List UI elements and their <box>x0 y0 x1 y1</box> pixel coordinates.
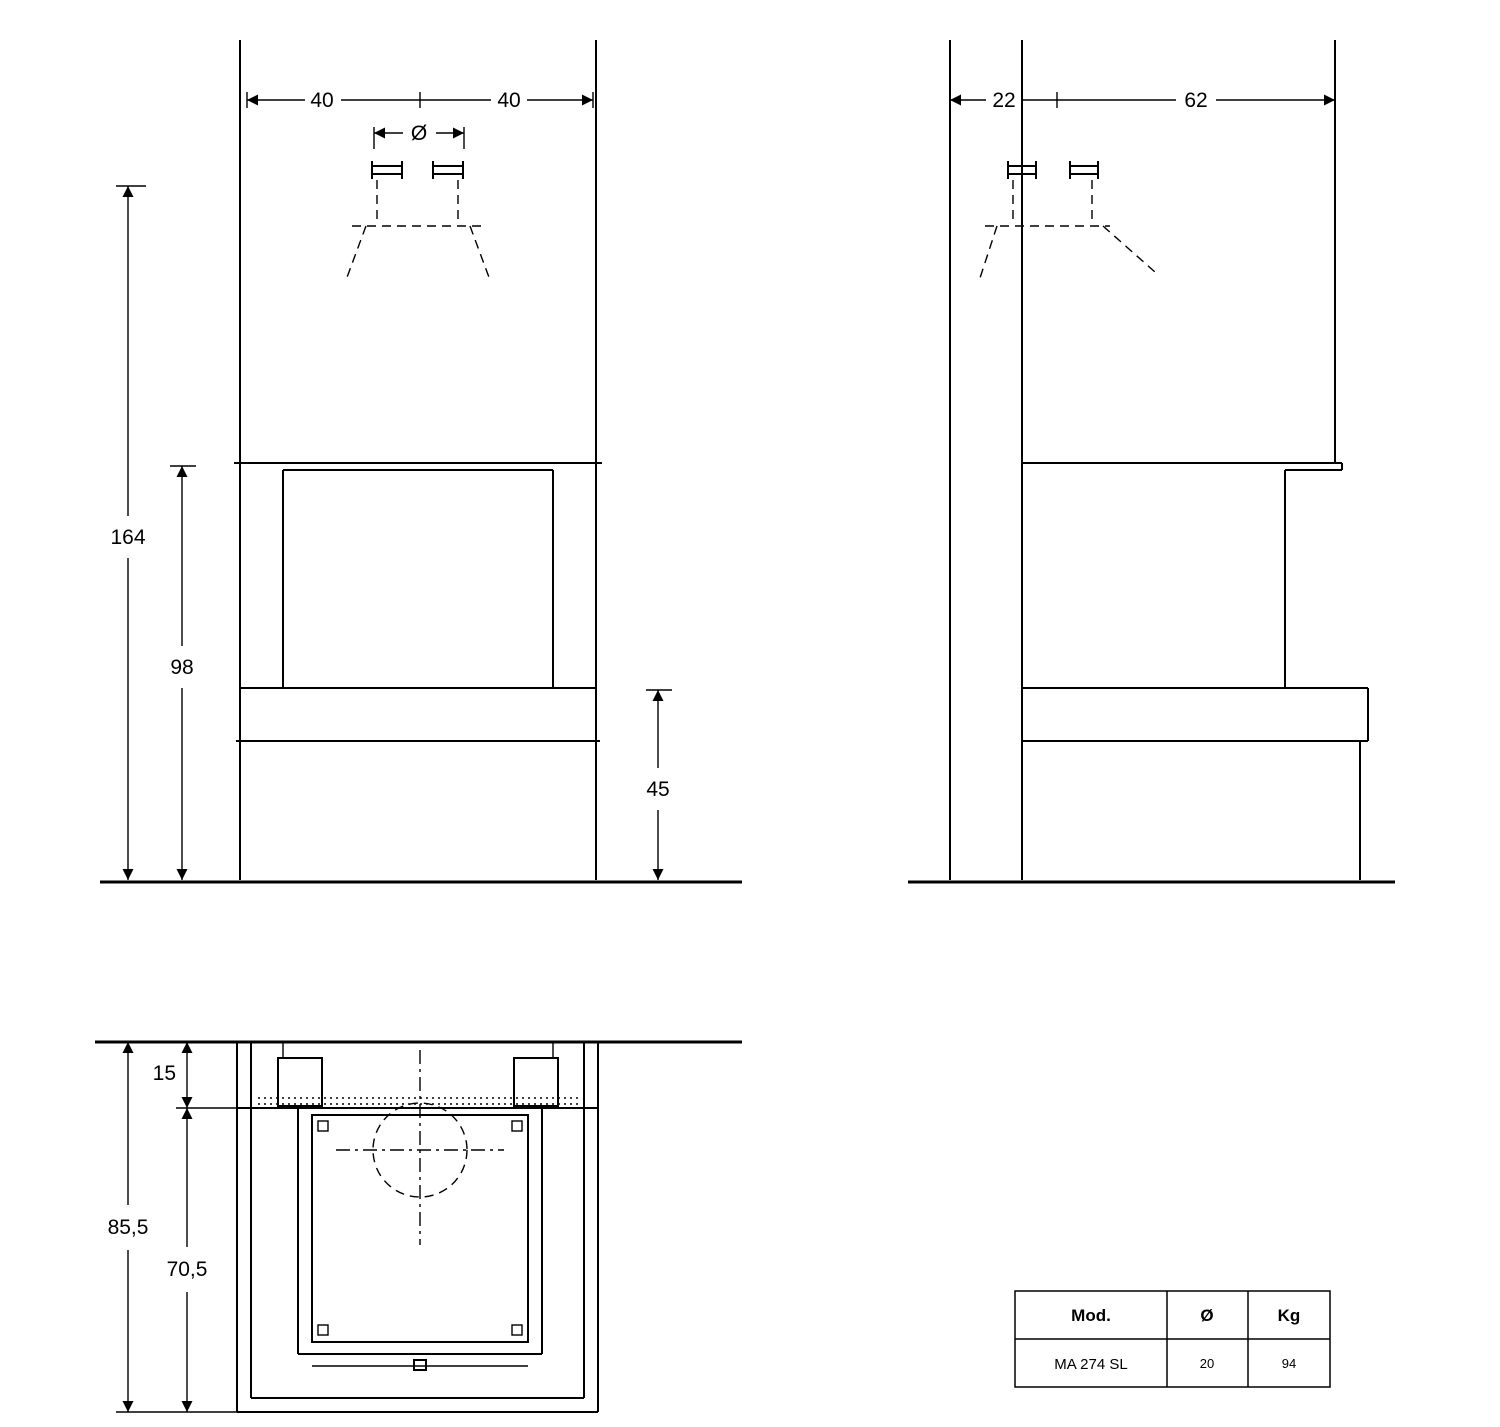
dim-front-widths: 40 40 <box>246 89 594 112</box>
dim-label-diameter: Ø <box>411 122 427 145</box>
dim-plan-front-offset: 15 <box>153 1042 238 1109</box>
plan-view-dimensions: 15 85,5 70,5 <box>108 1042 238 1413</box>
dim-side-depths: 22 62 <box>949 89 1336 112</box>
table-cell-weight: 94 <box>1282 1356 1296 1371</box>
dim-label-40-left: 40 <box>310 89 333 112</box>
table-header-diameter: Ø <box>1200 1306 1213 1325</box>
front-view <box>100 40 742 884</box>
table-cell-model: MA 274 SL <box>1054 1356 1127 1373</box>
spec-table: Mod. Ø Kg MA 274 SL 20 94 <box>1014 1290 1331 1388</box>
dim-label-70-5: 70,5 <box>167 1258 208 1281</box>
corner-bolt <box>317 1324 329 1336</box>
flue-collar-right <box>1069 161 1099 179</box>
dim-bench-height: 45 <box>646 689 672 880</box>
dim-label-15: 15 <box>153 1062 176 1085</box>
dim-label-164: 164 <box>110 526 145 549</box>
dim-label-98: 98 <box>170 656 193 679</box>
center-latch <box>413 1359 427 1371</box>
dim-label-45: 45 <box>646 778 669 801</box>
dim-plan-body-depth: 70,5 <box>167 1108 208 1412</box>
dim-label-22: 22 <box>992 89 1015 112</box>
side-view <box>908 40 1395 884</box>
rear-post-right-hatched <box>513 1057 559 1107</box>
flue-collar-right <box>432 161 464 179</box>
plan-view <box>95 1040 742 1413</box>
dim-total-height: 164 <box>110 185 146 880</box>
flue-collar-left <box>1007 161 1037 179</box>
rear-post-left-hatched <box>277 1057 323 1107</box>
front-view-dimensions: 40 40 Ø 164 98 45 <box>110 89 672 880</box>
flue-circle-dashed <box>372 1102 468 1198</box>
dim-plan-total-depth: 85,5 <box>108 1042 238 1413</box>
firebox-outline <box>311 1114 529 1343</box>
corner-bolt <box>317 1120 329 1132</box>
table-header-weight: Kg <box>1278 1306 1301 1325</box>
corner-bolt <box>511 1324 523 1336</box>
flue-collar-left <box>371 161 403 179</box>
corner-bolt <box>511 1120 523 1132</box>
flue-hood-dashed <box>979 180 1156 279</box>
dim-label-40-right: 40 <box>497 89 520 112</box>
dim-flue-diameter: Ø <box>373 122 465 149</box>
dim-label-85-5: 85,5 <box>108 1216 149 1239</box>
side-view-dimensions: 22 62 <box>949 89 1336 112</box>
dim-firebox-height: 98 <box>170 465 196 880</box>
table-header-model: Mod. <box>1071 1306 1111 1325</box>
flue-hood-dashed <box>345 180 491 281</box>
table-cell-diameter: 20 <box>1200 1356 1214 1371</box>
dim-label-62: 62 <box>1184 89 1207 112</box>
